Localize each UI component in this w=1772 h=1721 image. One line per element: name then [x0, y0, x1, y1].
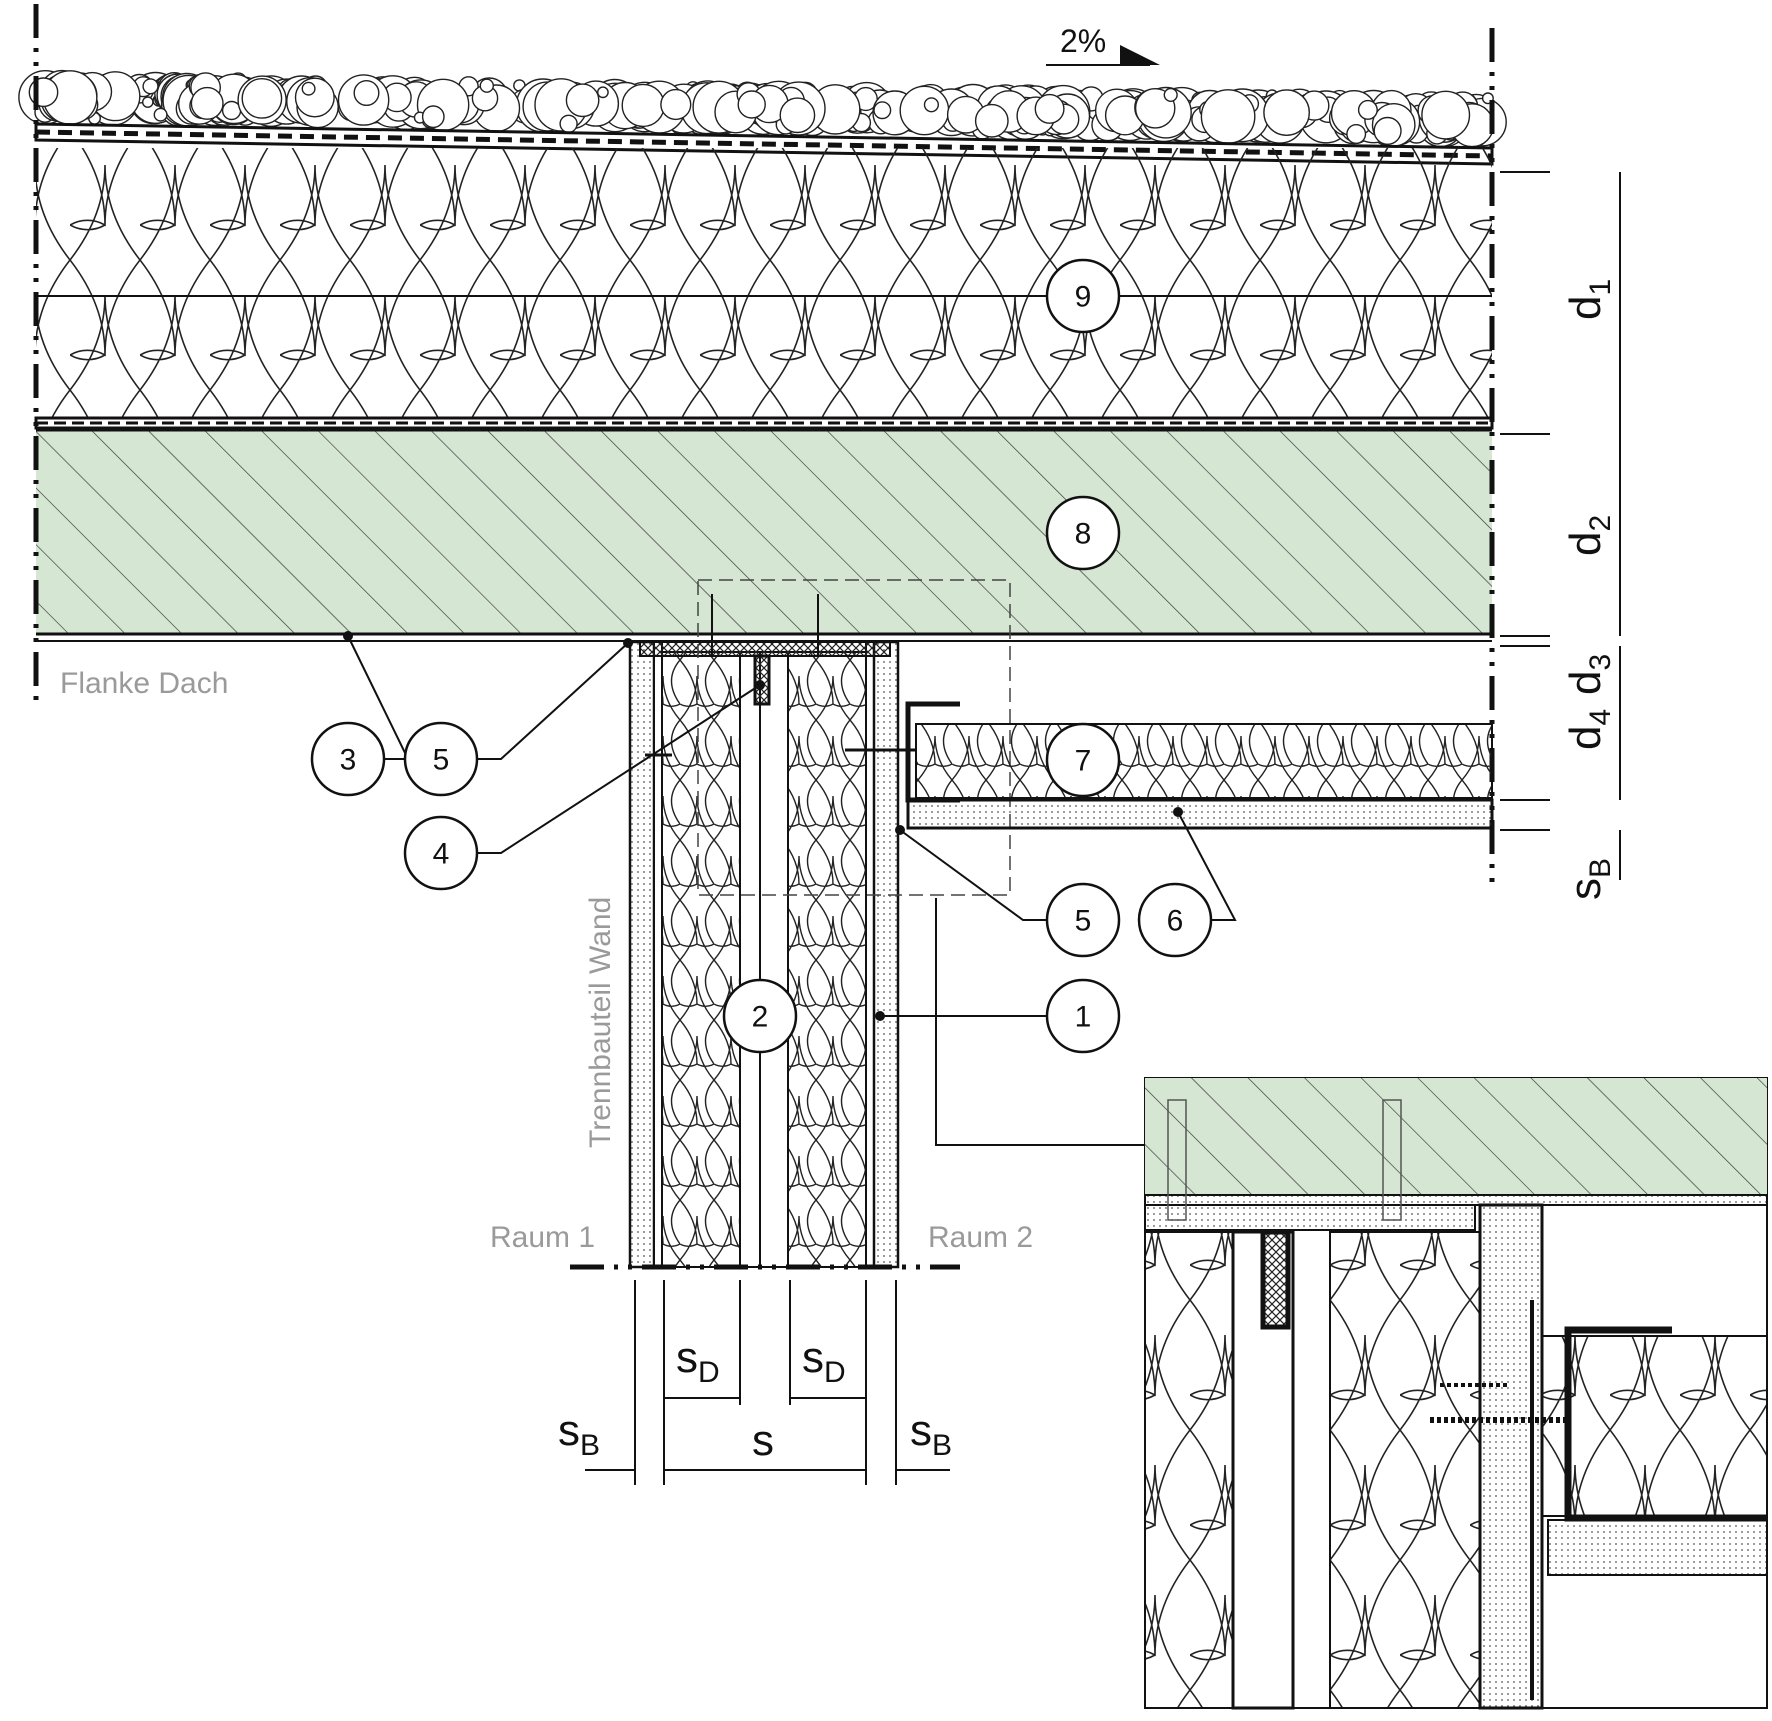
callout-circle: [1137, 882, 1213, 958]
dim-sb-right: sB: [910, 1406, 952, 1462]
inset-detail: [1144, 1077, 1768, 1710]
concrete-slab: [36, 428, 1492, 642]
callout-number: 1: [1075, 1001, 1092, 1034]
callout-circle: [310, 721, 386, 797]
callout-leader: [477, 642, 629, 760]
dim-sd-left: sD: [676, 1333, 720, 1389]
dim-s: s: [752, 1416, 774, 1465]
gravel-layer: [18, 69, 1507, 148]
callout-leader: [899, 829, 1047, 921]
room2-label: Raum 2: [928, 1221, 1033, 1254]
suspended-ceiling: [905, 701, 1494, 830]
callout-number: 4: [433, 838, 450, 871]
callout-dot: [1173, 807, 1183, 817]
callout-circle: [1045, 722, 1121, 798]
callout-leader: [477, 684, 761, 854]
callout-circle: [403, 721, 479, 797]
callout-circle: [1045, 882, 1121, 958]
callout-number: 2: [752, 1001, 769, 1034]
callout-dot: [875, 1011, 885, 1021]
dim-sb-left: sB: [558, 1406, 600, 1462]
slope-label: 2%: [1060, 23, 1106, 59]
partition-wall: [570, 594, 960, 1270]
dim-d1: d1: [1561, 279, 1617, 320]
dim-d2: d2: [1561, 515, 1617, 556]
slope-arrow: [1046, 45, 1160, 66]
callout-circle: [722, 978, 798, 1054]
flank-roof-label: Flanke Dach: [60, 667, 228, 700]
room1-label: Raum 1: [490, 1221, 595, 1254]
callout-leader: [1177, 811, 1237, 921]
dim-d3: d3: [1561, 654, 1617, 695]
callout-circle: [403, 815, 479, 891]
callout-circle: [1045, 495, 1121, 571]
partition-wall-label: Trennbauteil Wand: [584, 897, 617, 1148]
callout-number: 3: [340, 744, 357, 777]
callout-number: 6: [1167, 905, 1184, 938]
callout-number: 9: [1075, 281, 1092, 314]
dim-sd-right: sD: [802, 1333, 846, 1389]
callout-number: 8: [1075, 518, 1092, 551]
callout-dot: [755, 680, 765, 690]
callout-dot: [895, 825, 905, 835]
inset-leader: [935, 898, 1145, 1146]
callout-dot: [343, 631, 353, 641]
roof-insulation: [34, 148, 1494, 430]
callout-number: 5: [1075, 905, 1092, 938]
callout-dot: [623, 638, 633, 648]
dim-sb-ceiling: sB: [1561, 858, 1617, 900]
dim-d4: d4: [1561, 709, 1617, 750]
callout-number: 5: [433, 744, 450, 777]
callout-circle: [1045, 258, 1121, 334]
callout-circle: [1045, 978, 1121, 1054]
callout-number: 7: [1075, 745, 1092, 778]
dimension-lines: [585, 171, 1621, 1485]
